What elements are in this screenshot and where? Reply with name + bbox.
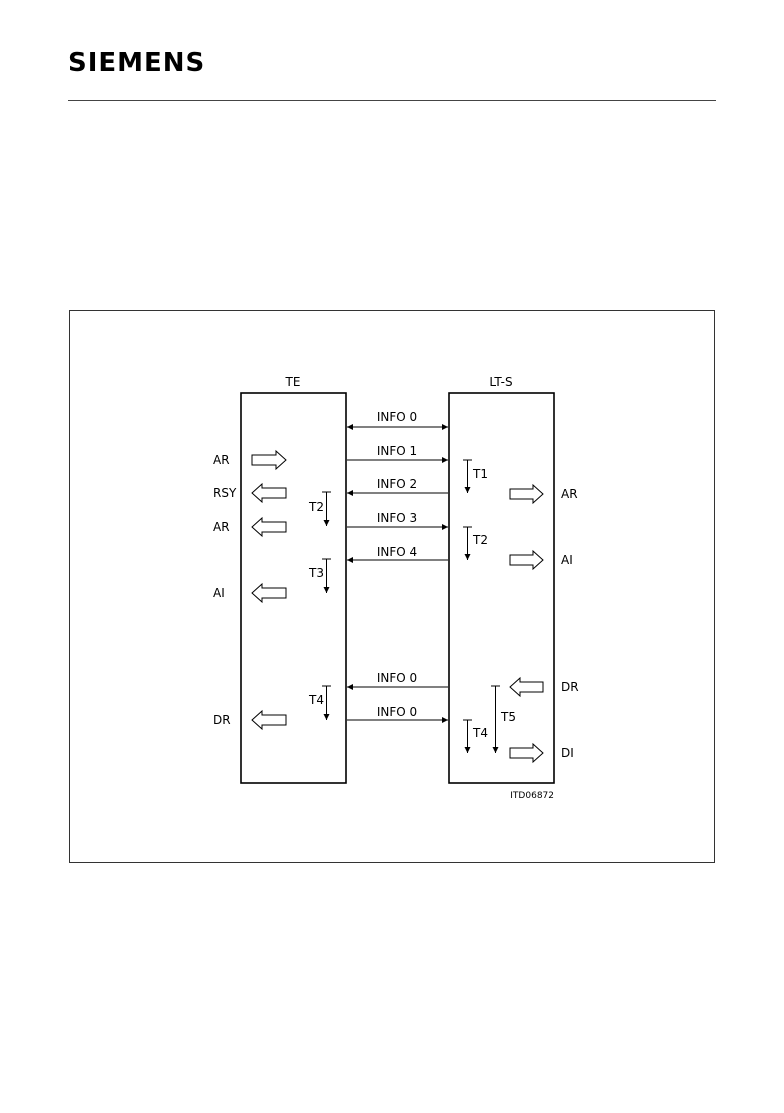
info2-label: INFO 2 — [377, 477, 417, 491]
te-rsy-out-arrow — [251, 482, 287, 504]
lts-timer-t1-label: T1 — [472, 467, 488, 481]
lts-dr-in-arrow — [509, 676, 544, 698]
te-timer-t2-label: T2 — [308, 500, 324, 514]
lts-label-dr: DR — [561, 680, 579, 694]
lts-ai-out-arrow — [509, 549, 544, 571]
figure-frame — [69, 310, 715, 863]
lts-timer-t2-label: T2 — [472, 533, 488, 547]
te-label-ar-1: AR — [213, 453, 230, 467]
info3-label: INFO 3 — [377, 511, 417, 525]
lts-di-out-arrow — [509, 742, 544, 764]
te-timer-t3-label: T3 — [308, 566, 324, 580]
lts-label-ar: AR — [561, 487, 578, 501]
lts-ar-out-arrow — [509, 483, 544, 505]
figure-code: ITD06872 — [510, 791, 554, 801]
info1-label: INFO 1 — [377, 444, 417, 458]
info4-label: INFO 4 — [377, 545, 417, 559]
te-label: TE — [285, 375, 301, 389]
te-label-rsy: RSY — [213, 486, 237, 500]
siemens-logo: SIEMENS — [68, 48, 206, 78]
lts-label: LT-S — [489, 375, 512, 389]
te-timer-t4-label: T4 — [308, 693, 324, 707]
te-label-ar-2: AR — [213, 520, 230, 534]
te-ai-out-arrow — [251, 582, 287, 604]
te-box — [240, 392, 347, 784]
header-rule — [68, 100, 716, 101]
te-dr-out-arrow — [251, 709, 287, 731]
te-label-ai: AI — [213, 586, 225, 600]
lts-timer-t4-label: T4 — [472, 726, 488, 740]
lts-box — [448, 392, 555, 784]
te-label-dr: DR — [213, 713, 231, 727]
lts-timer-t5-label: T5 — [500, 710, 516, 724]
lts-label-ai: AI — [561, 553, 573, 567]
te-ar-in-arrow — [251, 449, 287, 471]
te-ar-out-arrow — [251, 516, 287, 538]
info0-label-deact-2: INFO 0 — [377, 705, 417, 719]
info0-label-top: INFO 0 — [377, 410, 417, 424]
lts-label-di: DI — [561, 746, 574, 760]
info0-label-deact-1: INFO 0 — [377, 671, 417, 685]
